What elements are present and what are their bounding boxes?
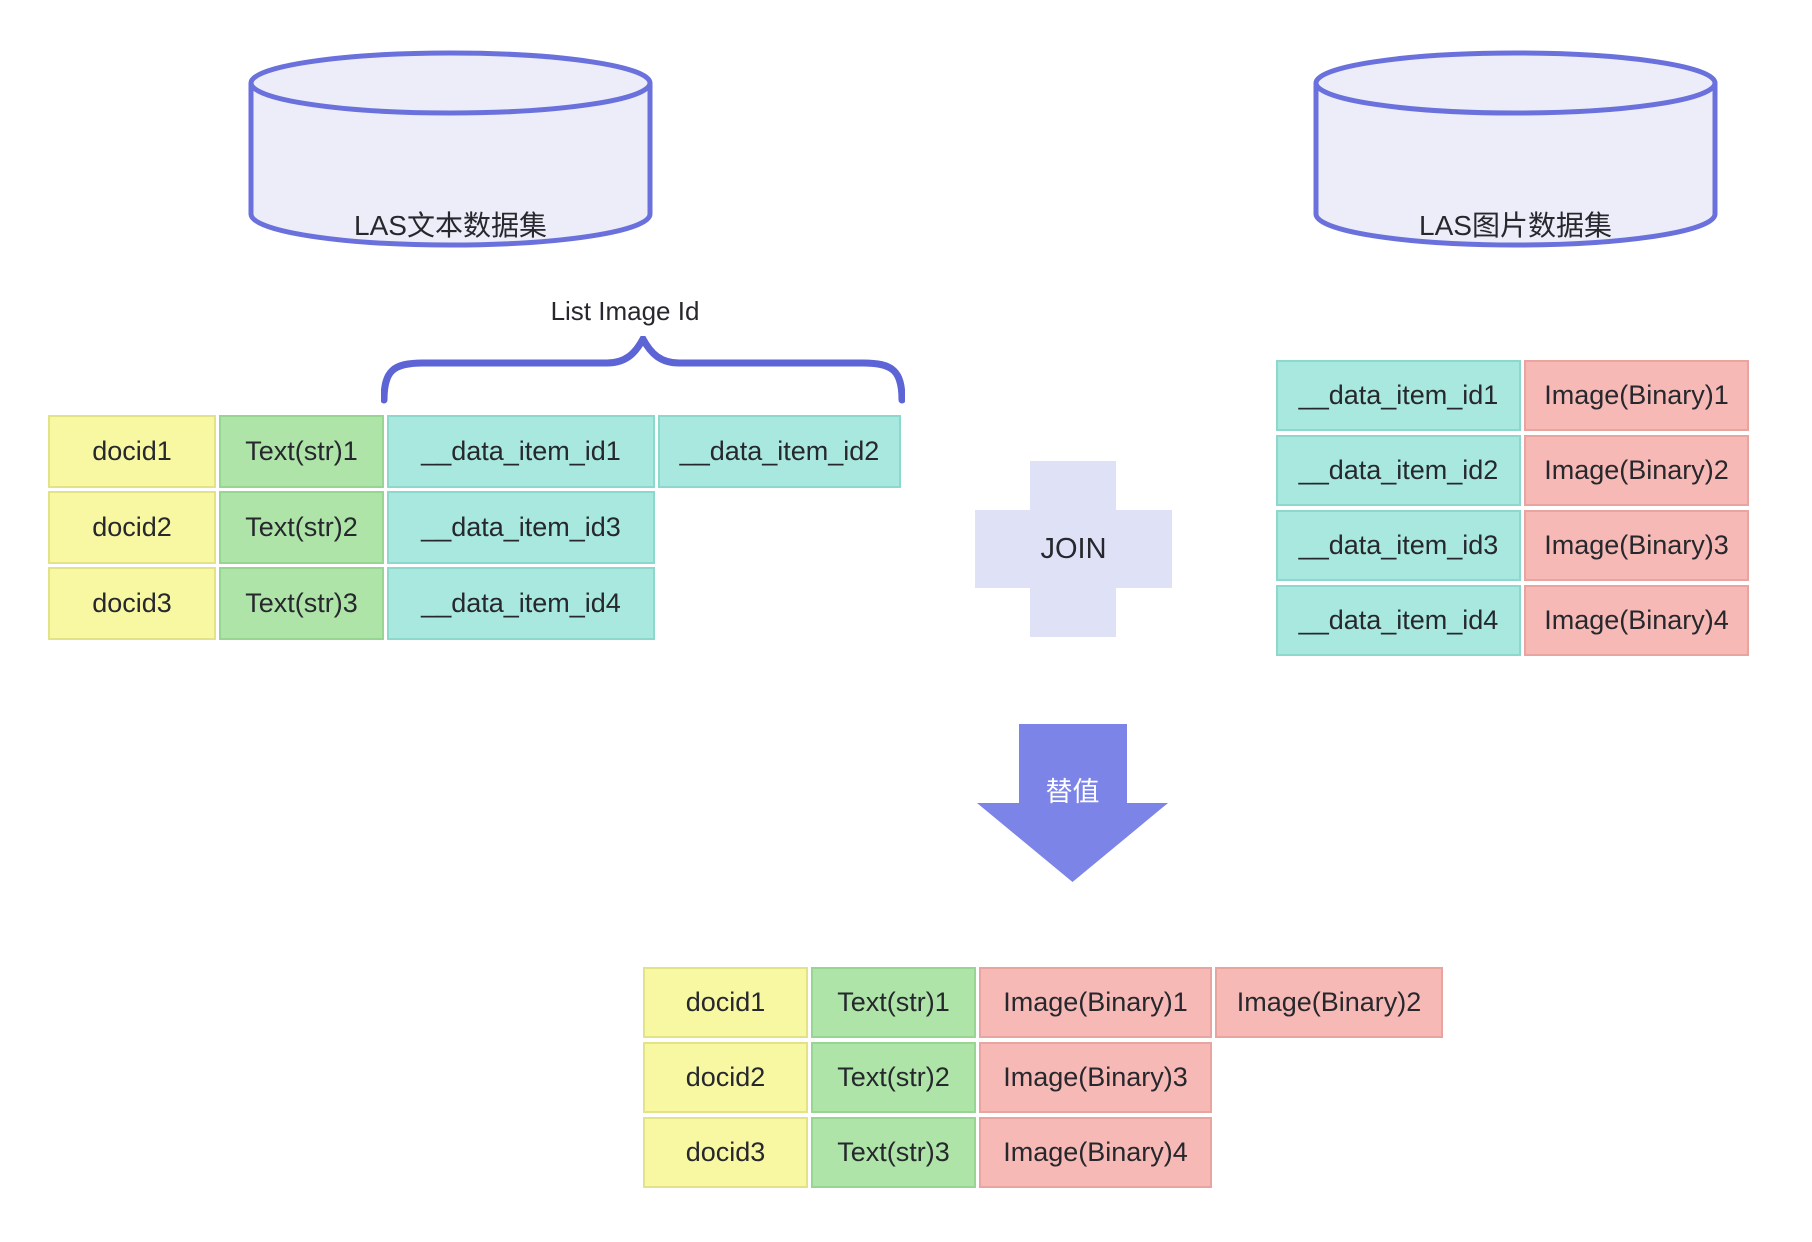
table-cell: Image(Binary)1 <box>979 967 1212 1038</box>
table-cell: docid2 <box>48 491 216 564</box>
table-cell: docid3 <box>48 567 216 640</box>
table-cell: Text(str)3 <box>219 567 384 640</box>
table-cell: Image(Binary)2 <box>1215 967 1443 1038</box>
table-cell: __data_item_id1 <box>387 415 655 488</box>
table-cell: Image(Binary)2 <box>1524 435 1749 506</box>
table-cell: Image(Binary)3 <box>1524 510 1749 581</box>
table-cell: Image(Binary)4 <box>1524 585 1749 656</box>
table-row: __data_item_id2 Image(Binary)2 <box>1276 435 1749 506</box>
database-cylinder-icon <box>248 50 653 248</box>
las-image-table: __data_item_id1 Image(Binary)1 __data_it… <box>1276 360 1749 656</box>
table-row: __data_item_id3 Image(Binary)3 <box>1276 510 1749 581</box>
table-row: docid1 Text(str)1 Image(Binary)1 Image(B… <box>643 967 1443 1038</box>
table-cell: docid2 <box>643 1042 808 1113</box>
table-row: docid2 Text(str)2 __data_item_id3 <box>48 491 901 564</box>
table-cell: Text(str)3 <box>811 1117 976 1188</box>
las-text-dataset-cylinder: LAS文本数据集 <box>248 48 653 250</box>
las-text-table: docid1 Text(str)1 __data_item_id1 __data… <box>48 415 901 640</box>
las-image-dataset-label: LAS图片数据集 <box>1419 210 1612 241</box>
table-cell: Image(Binary)4 <box>979 1117 1212 1188</box>
table-row: docid3 Text(str)3 __data_item_id4 <box>48 567 901 640</box>
table-cell: __data_item_id4 <box>387 567 655 640</box>
table-cell: Text(str)1 <box>811 967 976 1038</box>
table-row: docid3 Text(str)3 Image(Binary)4 <box>643 1117 1443 1188</box>
table-row: __data_item_id4 Image(Binary)4 <box>1276 585 1749 656</box>
table-cell: __data_item_id2 <box>658 415 901 488</box>
database-cylinder-icon <box>1313 50 1718 248</box>
result-table: docid1 Text(str)1 Image(Binary)1 Image(B… <box>643 967 1443 1188</box>
table-row: docid2 Text(str)2 Image(Binary)3 <box>643 1042 1443 1113</box>
table-cell: __data_item_id2 <box>1276 435 1521 506</box>
table-cell: Image(Binary)1 <box>1524 360 1749 431</box>
brace-label: List Image Id <box>550 296 700 326</box>
join-plus-icon: JOIN <box>975 461 1172 637</box>
las-image-dataset-cylinder: LAS图片数据集 <box>1313 48 1718 250</box>
las-text-dataset-label: LAS文本数据集 <box>354 210 547 241</box>
table-cell: docid3 <box>643 1117 808 1188</box>
table-cell: __data_item_id3 <box>387 491 655 564</box>
table-cell: docid1 <box>643 967 808 1038</box>
table-cell: Text(str)2 <box>219 491 384 564</box>
table-cell: docid1 <box>48 415 216 488</box>
table-cell: Text(str)2 <box>811 1042 976 1113</box>
replace-value-label: 替值 <box>1045 777 1100 807</box>
table-row: docid1 Text(str)1 __data_item_id1 __data… <box>48 415 901 488</box>
brace-icon <box>381 336 905 404</box>
table-cell: Text(str)1 <box>219 415 384 488</box>
table-cell: __data_item_id4 <box>1276 585 1521 656</box>
join-label: JOIN <box>1040 532 1107 565</box>
table-cell: __data_item_id1 <box>1276 360 1521 431</box>
table-cell: __data_item_id3 <box>1276 510 1521 581</box>
table-row: __data_item_id1 Image(Binary)1 <box>1276 360 1749 431</box>
table-cell: Image(Binary)3 <box>979 1042 1212 1113</box>
